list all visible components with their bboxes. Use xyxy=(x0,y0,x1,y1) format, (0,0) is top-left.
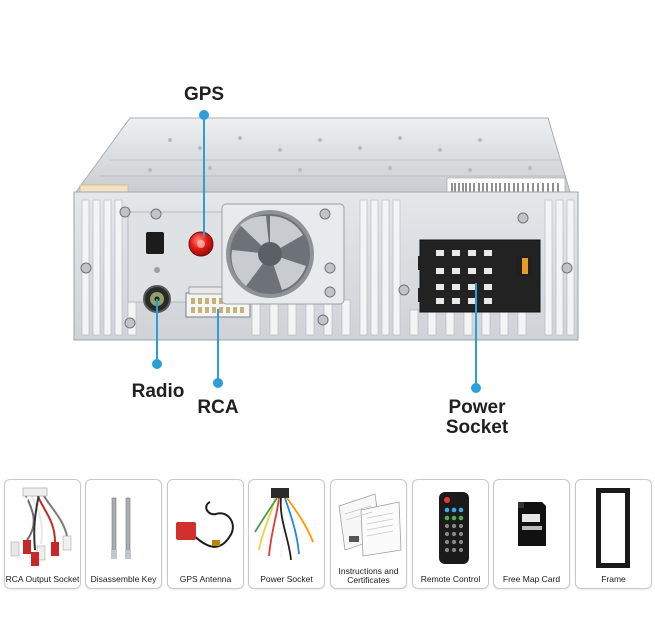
mounting-frame-icon xyxy=(596,488,630,568)
item-label: RCA Output Socket xyxy=(5,574,80,584)
item-label-two-line: Instructions and Certificates xyxy=(331,567,406,585)
power-socket-callout-label: Power Socket xyxy=(436,398,518,438)
item-label-line2: Certificates xyxy=(347,575,390,585)
power-callout-line2: Socket xyxy=(445,417,509,438)
item-label: Free Map Card xyxy=(502,574,561,584)
item-card-disassemble-key: Disassemble Key xyxy=(85,479,162,589)
item-label: Remote Control xyxy=(420,574,481,584)
package-contents: RCA Output Socket Disassemble Key GPS An… xyxy=(4,479,652,589)
micro-sd-card-icon xyxy=(518,502,546,546)
disassemble-key-icon xyxy=(111,497,131,559)
item-card-free-map-card: Free Map Card xyxy=(493,479,570,589)
power-harness-icon xyxy=(254,488,314,561)
item-label: Disassemble Key xyxy=(90,574,157,584)
item-label: Frame xyxy=(601,574,626,584)
rca-callout-label: RCA xyxy=(197,397,239,418)
item-card-rca-output-socket: RCA Output Socket xyxy=(4,479,81,589)
gps-antenna-icon xyxy=(176,501,234,548)
item-label: Power Socket xyxy=(260,574,313,584)
remote-control-icon xyxy=(439,492,469,564)
radio-callout-label: Radio xyxy=(131,381,185,402)
item-card-instructions-certificates: Instructions and Certificates xyxy=(330,479,407,589)
item-card-remote-control: Remote Control xyxy=(412,479,489,589)
item-card-gps-antenna: GPS Antenna xyxy=(167,479,244,589)
item-card-power-socket: Power Socket xyxy=(248,479,325,589)
power-callout-line1: Power xyxy=(448,397,506,418)
rca-cable-icon xyxy=(10,487,72,566)
item-label: GPS Antenna xyxy=(179,574,232,584)
item-card-frame: Frame xyxy=(575,479,652,589)
car-radio-rear-photo xyxy=(73,110,579,393)
instructions-booklet-icon xyxy=(338,493,402,557)
item-label-line1: Instructions and xyxy=(338,566,399,576)
gps-callout-label: GPS xyxy=(183,84,225,105)
